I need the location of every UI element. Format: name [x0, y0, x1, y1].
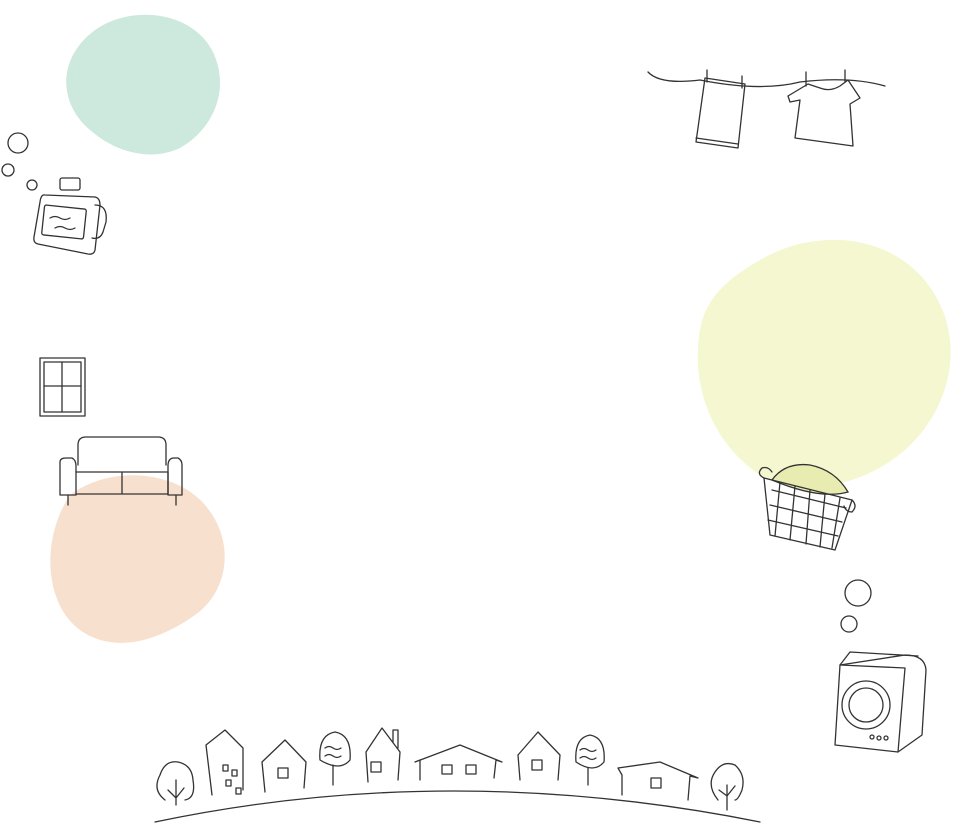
- peach-blob: [50, 475, 225, 643]
- clothesline-icon: [647, 69, 886, 149]
- town-skyline-icon: [154, 727, 761, 823]
- yellow-blob: [697, 239, 951, 488]
- bubbles-icon: [840, 579, 872, 633]
- window-icon: [39, 357, 86, 417]
- washing-machine-icon: [834, 651, 927, 753]
- detergent-bottle-icon: [33, 177, 107, 255]
- bubbles-icon: [1, 132, 38, 191]
- laundry-basket-icon: [758, 463, 856, 551]
- sofa-icon: [59, 436, 183, 506]
- green-blob: [66, 14, 221, 155]
